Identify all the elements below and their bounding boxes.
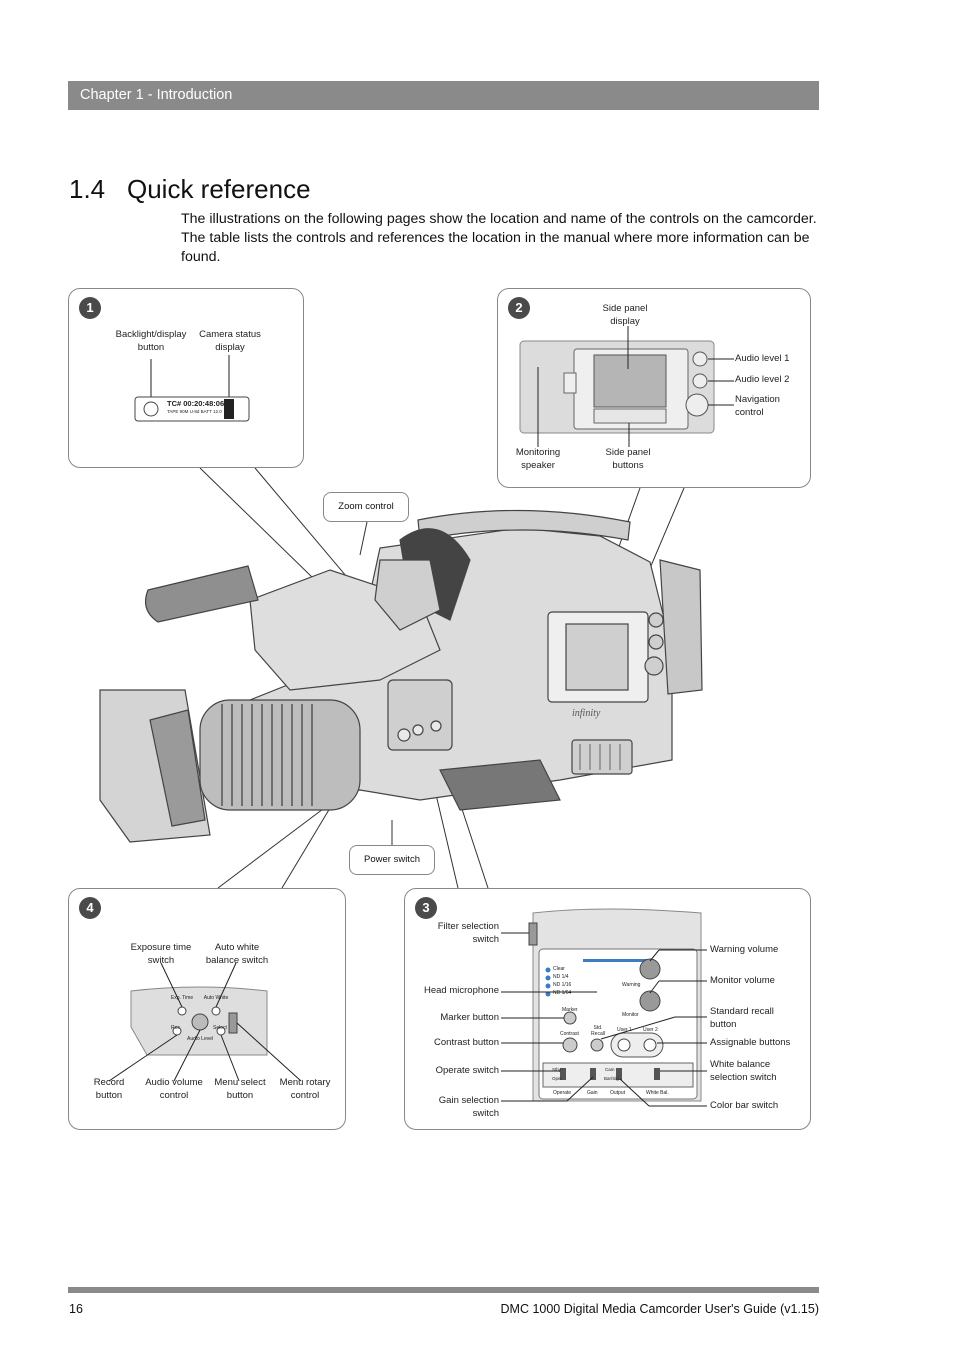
- page-number: 16: [69, 1302, 83, 1316]
- audio-level-2-label: Audio level 2: [735, 374, 790, 385]
- navigation-control-label: Navigation control: [735, 394, 780, 418]
- panel-1: 1 Backlight/display button Camera status…: [68, 288, 304, 468]
- side-panel-illustration: [519, 326, 734, 447]
- device-bottom-white-bal: White Bal.: [646, 1090, 669, 1096]
- device-bottom-operate: Operate: [553, 1090, 572, 1096]
- device-contrast: Contrast: [560, 1031, 579, 1037]
- device-exp-time: Exp. Time: [170, 995, 194, 1001]
- device-filter-2: ND 1/16: [553, 982, 572, 988]
- panel-4: 4 Exposure time switch Auto white balanc…: [68, 888, 346, 1130]
- device-stby: Stby: [552, 1067, 562, 1072]
- device-barsig: Bar/Sig: [604, 1076, 619, 1081]
- device-filter-1: ND 1/4: [553, 974, 569, 980]
- control-panel-4-illustration: [108, 962, 302, 1082]
- device-user1: User 1: [617, 1027, 632, 1033]
- device-rec: Rec: [171, 1025, 180, 1031]
- camera-status-display-label: Camera status display: [199, 329, 261, 353]
- device-cam: Cam: [605, 1067, 615, 1072]
- device-filter-0: Clear: [553, 966, 565, 972]
- audio-volume-control-label: Audio volume control: [145, 1077, 203, 1101]
- device-std-recall: Std. Recall: [591, 1025, 605, 1037]
- panel-2: 2 Side panel display Audio level 1 Audio…: [497, 288, 811, 488]
- status-display-illustration: [134, 355, 250, 422]
- device-bottom-gain: Gain: [587, 1090, 598, 1096]
- filter-switch-label: Filter selection switch: [437, 921, 499, 945]
- control-panel-3-illustration: [501, 908, 707, 1107]
- menu-rotary-control-label: Menu rotary control: [279, 1077, 331, 1101]
- monitoring-speaker-label: Monitoring speaker: [515, 447, 561, 471]
- contrast-button-label: Contrast button: [434, 1037, 499, 1048]
- intro-paragraph: The illustrations on the following pages…: [181, 211, 817, 265]
- menu-select-button-label: Menu select button: [214, 1077, 266, 1101]
- device-bottom-output: Output: [610, 1090, 626, 1096]
- status-display-line1: TC# 00:20:48:06: [167, 399, 225, 408]
- panel-2-badge: 2: [508, 297, 530, 319]
- device-select: Select: [213, 1025, 227, 1031]
- side-panel-buttons-label: Side panel buttons: [605, 447, 651, 471]
- device-oper: Oper: [552, 1076, 563, 1081]
- color-bar-switch-label: Color bar switch: [710, 1100, 779, 1111]
- document-title: DMC 1000 Digital Media Camcorder User's …: [500, 1302, 819, 1316]
- panel-4-badge: 4: [79, 897, 101, 919]
- white-balance-switch-label: White balance selection switch: [710, 1059, 777, 1083]
- monitor-volume-label: Monitor volume: [710, 975, 775, 986]
- chapter-header: Chapter 1 - Introduction: [68, 81, 819, 110]
- section-number: 1.4: [69, 174, 106, 204]
- assignable-buttons-label: Assignable buttons: [710, 1037, 791, 1048]
- operate-switch-label: Operate switch: [435, 1065, 499, 1076]
- side-panel-display-label: Side panel display: [602, 303, 648, 327]
- status-display-line2: TAPE 90M U-8d BATT 12.0: [167, 409, 222, 414]
- device-audio-level: Audio Level: [187, 1036, 214, 1042]
- record-button-label: Record button: [93, 1077, 125, 1101]
- camera-brand: infinity: [572, 708, 601, 719]
- audio-level-1-label: Audio level 1: [735, 353, 790, 364]
- device-monitor: Monitor: [622, 1012, 639, 1018]
- device-marker: Marker: [562, 1007, 578, 1013]
- marker-button-label: Marker button: [440, 1012, 499, 1023]
- auto-white-balance-switch-label: Auto white balance switch: [205, 942, 269, 966]
- head-microphone-label: Head microphone: [424, 985, 499, 996]
- backlight-button-label: Backlight/display button: [115, 329, 187, 353]
- power-switch-callout: Power switch: [349, 845, 435, 875]
- device-warning: Warning: [622, 982, 641, 988]
- gain-selection-switch-label: Gain selection switch: [438, 1095, 499, 1119]
- exposure-time-switch-label: Exposure time switch: [130, 942, 192, 966]
- device-filter-3: ND 1/64: [553, 990, 572, 996]
- device-auto-white: Auto White: [203, 995, 229, 1001]
- warning-volume-label: Warning volume: [710, 944, 779, 955]
- footer-rule: [68, 1287, 819, 1293]
- panel-1-badge: 1: [79, 297, 101, 319]
- zoom-control-callout: Zoom control: [323, 492, 409, 522]
- device-user2: User 2: [643, 1027, 658, 1033]
- panel-3-badge: 3: [415, 897, 437, 919]
- section-title: Quick reference: [127, 174, 311, 204]
- panel-3: 3 F: [404, 888, 811, 1130]
- standard-recall-button-label: Standard recall button: [710, 1006, 774, 1030]
